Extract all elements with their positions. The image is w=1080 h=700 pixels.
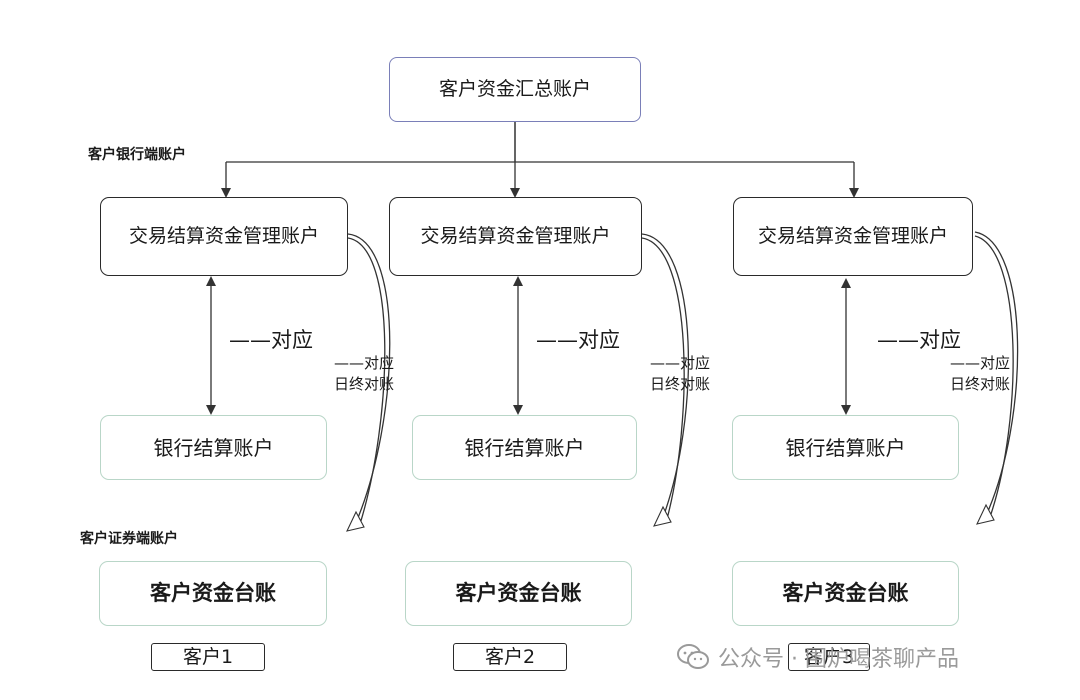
- bank-side-label: 客户银行端账户: [88, 147, 186, 163]
- watermark: 公众号 · 围炉喝茶聊产品: [676, 640, 959, 674]
- recon-curve-1b: [347, 237, 386, 525]
- recon-curve-2b: [641, 237, 685, 520]
- recon-label-3-line1: ——对应: [950, 354, 1011, 372]
- client-text-2: 客户2: [484, 645, 536, 668]
- watermark-text: 公众号 · 围炉喝茶聊产品: [718, 647, 959, 672]
- management-account-box-3: 交易结算资金管理账户: [733, 197, 973, 276]
- recon-label-2-line2: 日终对账: [650, 375, 711, 393]
- correspond-label-1: ——对应: [229, 328, 313, 352]
- recon-label-3-line2: 日终对账: [950, 375, 1011, 393]
- bank-account-text-2: 银行结算账户: [464, 435, 585, 460]
- recon-label-2: ——对应 日终对账: [650, 353, 710, 395]
- recon-curve-3: [974, 231, 1019, 519]
- ledger-text-2: 客户资金台账: [455, 580, 582, 605]
- recon-label-2-line1: ——对应: [650, 354, 711, 372]
- recon-label-1-line1: ——对应: [334, 354, 395, 372]
- summary-account-box: 客户资金汇总账户: [389, 57, 641, 122]
- recon-label-1-line2: 日终对账: [334, 375, 395, 393]
- management-account-text-3: 交易结算资金管理账户: [757, 225, 948, 248]
- recon-arrowhead-3: [976, 503, 995, 525]
- bank-account-text-1: 银行结算账户: [153, 435, 274, 460]
- recon-arrowhead-1: [346, 510, 365, 532]
- client-box-3: 客户3: [788, 643, 870, 671]
- recon-label-1: ——对应 日终对账: [334, 353, 394, 395]
- ledger-box-3: 客户资金台账: [732, 561, 959, 626]
- client-box-2: 客户2: [453, 643, 567, 671]
- recon-label-3: ——对应 日终对账: [950, 353, 1010, 395]
- client-text-1: 客户1: [182, 645, 234, 668]
- bank-account-text-3: 银行结算账户: [785, 435, 906, 460]
- wechat-icon: [677, 644, 709, 669]
- management-account-box-1: 交易结算资金管理账户: [100, 197, 348, 276]
- ledger-text-3: 客户资金台账: [782, 580, 909, 605]
- summary-account-text: 客户资金汇总账户: [438, 78, 591, 101]
- ledger-text-1: 客户资金台账: [150, 580, 276, 605]
- client-text-3: 客户3: [803, 645, 855, 668]
- bank-account-box-1: 银行结算账户: [100, 415, 327, 480]
- recon-curve-2: [641, 233, 689, 521]
- client-box-1: 客户1: [151, 643, 265, 671]
- management-account-box-2: 交易结算资金管理账户: [389, 197, 642, 276]
- correspond-label-2: ——对应: [536, 328, 620, 352]
- bank-account-box-2: 银行结算账户: [412, 415, 637, 480]
- correspond-label-3: ——对应: [877, 328, 961, 352]
- recon-curve-3b: [974, 235, 1014, 518]
- securities-side-label: 客户证券端账户: [80, 531, 178, 547]
- ledger-box-2: 客户资金台账: [405, 561, 632, 626]
- recon-arrowhead-2: [653, 505, 672, 527]
- management-account-text-2: 交易结算资金管理账户: [420, 225, 611, 248]
- management-account-text-1: 交易结算资金管理账户: [128, 225, 319, 248]
- bank-account-box-3: 银行结算账户: [732, 415, 959, 480]
- ledger-box-1: 客户资金台账: [99, 561, 327, 626]
